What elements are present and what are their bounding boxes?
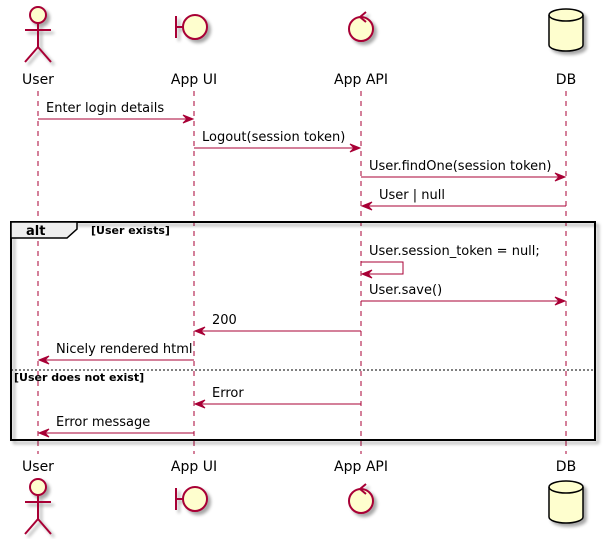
message-label: Logout(session token) — [202, 130, 345, 145]
message-label: 200 — [212, 313, 237, 328]
actor-icon — [24, 478, 52, 535]
message-3: User.findOne(session token) — [361, 159, 567, 182]
participant-ui-top: App UI — [171, 14, 217, 88]
participant-label: DB — [556, 459, 576, 475]
message-5: User.session_token = null; — [360, 244, 540, 279]
message-10: Error message — [37, 415, 194, 438]
participant-user-top: User — [22, 6, 54, 88]
participant-api-bottom: App API — [334, 459, 388, 514]
participant-label: App UI — [171, 72, 217, 88]
database-icon — [548, 8, 584, 52]
participant-label: App UI — [171, 459, 217, 475]
message-7: 200 — [193, 313, 361, 336]
message-9: Error — [193, 386, 361, 409]
participant-user-bottom: User — [22, 459, 54, 535]
else-guard: [User does not exist] — [14, 371, 144, 384]
message-2: Logout(session token) — [194, 130, 362, 153]
alt-operator: alt — [26, 224, 45, 239]
participant-db-bottom: DB — [548, 459, 584, 524]
message-label: User | null — [379, 188, 445, 203]
participant-label: DB — [556, 72, 576, 88]
control-icon — [348, 483, 374, 514]
control-icon — [348, 11, 374, 42]
message-label: Error message — [56, 415, 150, 430]
participant-db-top: DB — [548, 8, 584, 88]
participant-api-top: App API — [334, 11, 388, 88]
actor-icon — [24, 6, 52, 63]
boundary-icon — [175, 486, 208, 512]
boundary-icon — [175, 14, 208, 40]
message-label: User.save() — [369, 283, 442, 298]
participant-label: User — [22, 459, 54, 475]
participant-label: App API — [334, 72, 388, 88]
alt-fragment: alt [User exists] [User does not exist] — [10, 221, 596, 441]
message-8: Nicely rendered html — [37, 342, 194, 365]
message-label: Enter login details — [46, 101, 164, 116]
database-icon — [548, 480, 584, 524]
message-1: Enter login details — [38, 101, 195, 124]
participant-ui-bottom: App UI — [171, 459, 217, 512]
alt-guard: [User exists] — [91, 224, 170, 237]
participant-label: User — [22, 72, 54, 88]
message-label: User.findOne(session token) — [369, 159, 551, 174]
message-label: Error — [212, 386, 244, 401]
message-6: User.save() — [361, 283, 567, 306]
message-label: Nicely rendered html — [56, 342, 193, 357]
message-4: User | null — [360, 188, 566, 211]
participant-label: App API — [334, 459, 388, 475]
message-label: User.session_token = null; — [369, 244, 540, 259]
